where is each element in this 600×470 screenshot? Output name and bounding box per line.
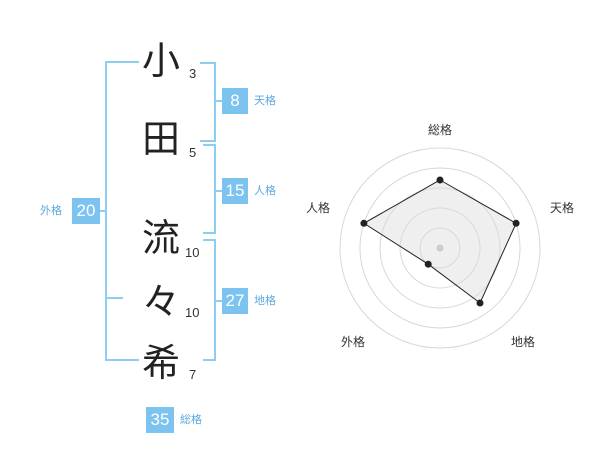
radar-point-3 [476,299,484,307]
radar-ring-1 [419,227,461,269]
radar-axis-label-gaikaku: 外格 [341,334,365,349]
stroke-count-2: 5 [189,145,197,160]
gaikaku-connector [99,210,107,212]
radar-axis-label-tenkaku: 天格 [550,200,574,215]
stroke-count-4: 10 [185,305,200,320]
tenkaku-connector [214,100,222,102]
radar-axis-label-soukaku: 総格 [428,122,452,137]
soukaku-label: 総格 [180,413,202,426]
radar-polygon [362,179,517,304]
jinkaku-label: 人格 [254,184,276,197]
radar-ring-4 [359,167,521,329]
name-char-3: 流 [141,216,180,260]
tenkaku-label: 天格 [254,94,276,107]
jinkaku-bracket [203,144,216,234]
gaikaku-label: 外格 [40,204,62,217]
stroke-count-5: 7 [189,367,197,382]
chikaku-connector [214,300,222,302]
jinkaku-value-badge: 15 [222,178,248,204]
radar-ring-5 [339,147,541,349]
radar-center-dot [436,244,444,252]
name-char-5: 希 [141,341,180,385]
stroke-count-1: 3 [189,66,197,81]
radar-point-2 [512,219,520,227]
stroke-count-3: 10 [185,245,200,260]
tenkaku-value-badge: 8 [222,88,248,114]
radar-axis-label-jinkaku: 人格 [306,200,330,215]
radar-grid [339,147,541,349]
chikaku-label: 地格 [254,294,276,307]
gaikaku-value-badge: 20 [72,198,100,224]
radar-point-5 [360,219,368,227]
radar-point-4 [424,260,432,268]
radar-point-1 [436,176,444,184]
radar-ring-2 [399,207,481,289]
chikaku-value-badge: 27 [222,288,248,314]
radar-ring-3 [379,187,501,309]
name-char-1: 小 [141,39,180,83]
radar-axis-label-chikaku: 地格 [511,334,535,349]
tenkaku-bracket [200,62,216,142]
name-char-4: 々 [141,280,180,324]
soukaku-value-badge: 35 [146,407,174,433]
jinkaku-connector [214,190,222,192]
name-char-2: 田 [141,117,180,161]
gaikaku-bracket-mid-tick [105,297,123,299]
